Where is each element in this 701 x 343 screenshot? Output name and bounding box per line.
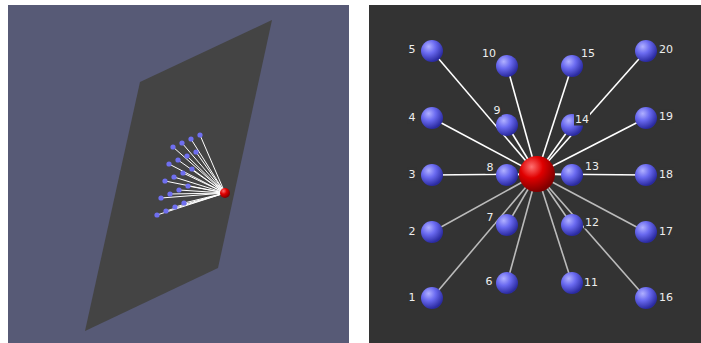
target-sphere: [635, 107, 657, 129]
target-point: [188, 136, 193, 141]
target-sphere: [496, 55, 518, 77]
ray-line: [537, 174, 646, 298]
ray-line: [157, 193, 225, 215]
callout-number: 1: [408, 291, 417, 304]
ray-line: [191, 139, 225, 193]
target-sphere: [496, 114, 518, 136]
callout-number: 15: [580, 47, 596, 60]
target-sphere: [496, 164, 518, 186]
callout-number: 19: [658, 110, 674, 123]
target-sphere: [635, 164, 657, 186]
target-point: [172, 204, 177, 209]
target-point: [197, 132, 202, 137]
callout-number: 3: [408, 168, 417, 181]
target-sphere: [421, 287, 443, 309]
source-point: [220, 188, 230, 198]
viewport-background: [8, 5, 349, 343]
callout-number: 7: [486, 211, 495, 224]
target-point: [181, 200, 186, 205]
callout-number: 14: [574, 113, 590, 126]
ray-line: [432, 174, 537, 298]
source-sphere: [519, 156, 555, 192]
callout-number: 11: [583, 276, 599, 289]
callout-number: 10: [481, 47, 497, 60]
target-sphere: [561, 272, 583, 294]
target-point: [167, 191, 172, 196]
ray-line: [432, 51, 537, 174]
callout-number: 4: [408, 111, 417, 124]
ray-line: [175, 193, 225, 207]
target-sphere: [421, 40, 443, 62]
target-point: [166, 161, 171, 166]
target-sphere: [496, 214, 518, 236]
plane: [85, 20, 272, 331]
ray-line: [200, 135, 225, 193]
ray-line: [187, 156, 225, 193]
target-sphere: [421, 164, 443, 186]
ray-line: [182, 143, 225, 193]
target-sphere: [421, 221, 443, 243]
target-point: [184, 153, 189, 158]
target-point: [193, 149, 198, 154]
callout-number: 6: [485, 275, 494, 288]
target-point: [179, 140, 184, 145]
target-point: [189, 166, 194, 171]
target-point: [154, 212, 159, 217]
target-point: [170, 144, 175, 149]
ray-line: [184, 193, 225, 203]
ray-line: [170, 193, 225, 194]
target-sphere: [635, 40, 657, 62]
ray-line: [537, 51, 646, 174]
target-sphere: [421, 107, 443, 129]
callout-number: 13: [584, 160, 600, 173]
target-point: [162, 178, 167, 183]
target-sphere: [635, 287, 657, 309]
target-sphere: [496, 272, 518, 294]
ray-line: [537, 118, 646, 174]
target-sphere: [561, 164, 583, 186]
callout-number: 8: [486, 161, 495, 174]
target-point: [163, 208, 168, 213]
callout-number: 2: [408, 225, 417, 238]
callout-number: 20: [658, 43, 674, 56]
callout-number: 9: [493, 104, 502, 117]
ray-line: [173, 147, 225, 193]
target-point: [158, 195, 163, 200]
target-sphere: [561, 214, 583, 236]
target-sphere: [635, 221, 657, 243]
callout-number: 17: [658, 225, 674, 238]
target-point: [185, 183, 190, 188]
target-point: [176, 187, 181, 192]
target-point: [171, 174, 176, 179]
ray-line: [537, 174, 646, 232]
callout-number: 5: [408, 43, 417, 56]
callout-number: 12: [584, 216, 600, 229]
ray-line: [166, 193, 225, 211]
callout-number: 18: [658, 168, 674, 181]
callout-number: 16: [658, 291, 674, 304]
target-point: [180, 170, 185, 175]
target-point: [175, 157, 180, 162]
panel-background: [369, 5, 701, 343]
